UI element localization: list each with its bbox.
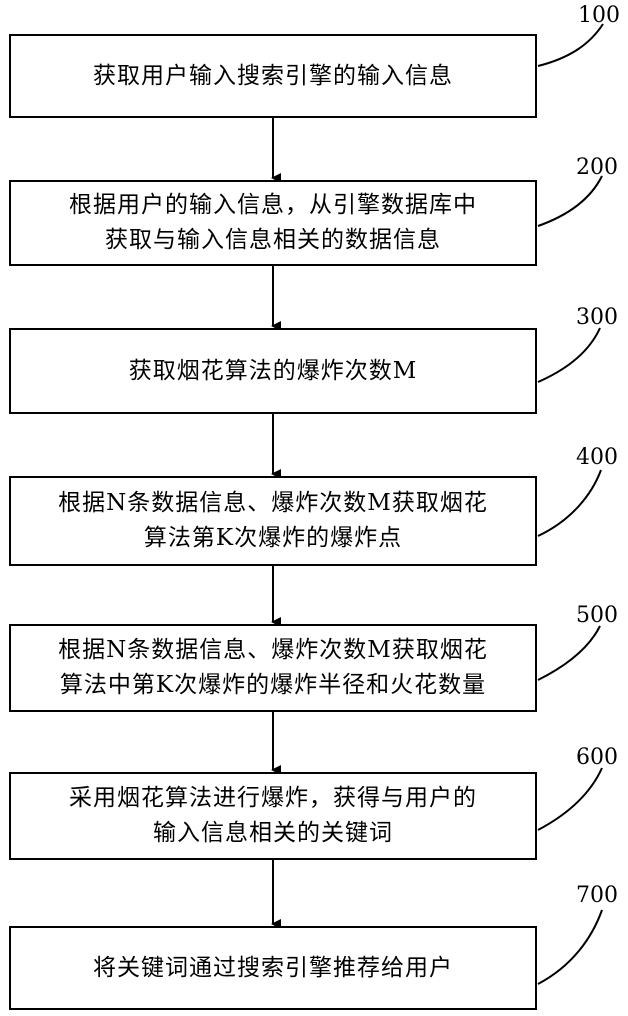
step-400-line-2: 算法第K次爆炸的爆炸点 xyxy=(144,521,402,556)
step-label-700: 700 xyxy=(576,884,618,908)
step-box-300: 获取烟花算法的爆炸次数M xyxy=(9,328,537,414)
step-label-100: 100 xyxy=(578,4,620,28)
step-label-300: 300 xyxy=(576,306,618,330)
step-box-400: 根据N条数据信息、爆炸次数M获取烟花 算法第K次爆炸的爆炸点 xyxy=(9,476,537,566)
leader-line-700 xyxy=(538,910,602,984)
step-600-line-2: 输入信息相关的关键词 xyxy=(153,816,393,851)
step-label-400: 400 xyxy=(576,446,618,470)
step-100-line-1: 获取用户输入搜索引擎的输入信息 xyxy=(93,59,453,94)
step-200-line-2: 获取与输入信息相关的数据信息 xyxy=(105,223,441,258)
step-label-500: 500 xyxy=(576,604,618,628)
step-300-line-1: 获取烟花算法的爆炸次数M xyxy=(129,354,418,389)
step-500-line-2: 算法中第K次爆炸的爆炸半径和火花数量 xyxy=(60,668,486,703)
step-box-500: 根据N条数据信息、爆炸次数M获取烟花 算法中第K次爆炸的爆炸半径和火花数量 xyxy=(9,624,537,712)
step-700-line-1: 将关键词通过搜索引擎推荐给用户 xyxy=(93,951,453,986)
step-box-100: 获取用户输入搜索引擎的输入信息 xyxy=(9,34,537,118)
step-box-700: 将关键词通过搜索引擎推荐给用户 xyxy=(9,926,537,1010)
leader-line-200 xyxy=(538,176,602,226)
step-box-200: 根据用户的输入信息，从引擎数据库中 获取与输入信息相关的数据信息 xyxy=(9,180,537,266)
leader-line-400 xyxy=(538,470,601,536)
step-500-line-1: 根据N条数据信息、爆炸次数M获取烟花 xyxy=(58,633,488,668)
leader-line-300 xyxy=(538,328,600,382)
leader-line-500 xyxy=(538,626,600,680)
step-box-600: 采用烟花算法进行爆炸，获得与用户的 输入信息相关的关键词 xyxy=(9,772,537,860)
step-label-600: 600 xyxy=(576,746,618,770)
leader-line-600 xyxy=(538,768,602,830)
step-label-200: 200 xyxy=(576,156,618,180)
step-400-line-1: 根据N条数据信息、爆炸次数M获取烟花 xyxy=(58,486,488,521)
leader-line-100 xyxy=(538,24,603,66)
step-200-line-1: 根据用户的输入信息，从引擎数据库中 xyxy=(69,188,477,223)
step-600-line-1: 采用烟花算法进行爆炸，获得与用户的 xyxy=(69,781,477,816)
